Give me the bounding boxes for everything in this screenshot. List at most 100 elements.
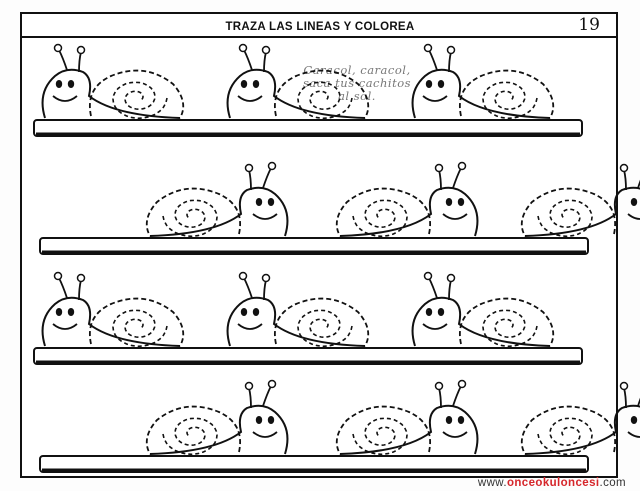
antenna-tip	[244, 381, 254, 391]
antenna	[428, 49, 438, 71]
antenna	[248, 387, 252, 409]
antenna-tip	[619, 381, 629, 391]
snail-body	[339, 186, 479, 237]
shell-outline-dashed	[335, 405, 431, 455]
snail-smile	[52, 95, 78, 102]
snail-eye	[252, 80, 260, 88]
antenna-tip	[434, 381, 444, 391]
antenna-tip	[457, 161, 467, 171]
antenna-tip	[434, 163, 444, 173]
snail-body	[524, 404, 640, 455]
snail-eye	[445, 198, 453, 206]
snail-eye	[240, 80, 248, 88]
antenna-tip	[244, 163, 254, 173]
antenna	[452, 167, 462, 189]
snail-figure	[520, 381, 640, 456]
antenna-tip	[446, 273, 456, 283]
antenna	[58, 277, 68, 299]
snail-eye	[630, 416, 638, 424]
snail-figure	[145, 379, 289, 456]
snail-smile	[252, 213, 278, 220]
worksheet-title: TRAZA LAS LINEAS Y COLOREA	[225, 21, 415, 33]
snail-eye	[255, 198, 263, 206]
snail-eye	[457, 416, 465, 424]
antenna	[243, 277, 253, 299]
snail-eye	[255, 416, 263, 424]
snail-eye	[252, 308, 260, 316]
ground-strip	[33, 119, 583, 137]
shell-spiral-dashed	[162, 199, 218, 238]
shell-outline-dashed	[89, 297, 185, 347]
antenna	[58, 49, 68, 71]
snail-figure	[335, 379, 479, 456]
snail-body	[226, 296, 366, 347]
antenna-tip	[423, 271, 433, 281]
shell-outline-dashed	[335, 187, 431, 237]
snail-figure	[411, 271, 555, 348]
shell-outline-dashed	[89, 69, 185, 119]
shell-spiral-dashed	[297, 81, 353, 120]
snail-smile	[627, 213, 640, 220]
snail-eye	[457, 198, 465, 206]
shell-spiral-dashed	[352, 199, 408, 238]
page-number: 19	[578, 15, 600, 35]
snail-smile	[52, 323, 78, 330]
snail-body	[41, 68, 181, 119]
snail-row-3	[33, 271, 583, 365]
shell-spiral-dashed	[112, 81, 168, 120]
shell-spiral-dashed	[297, 309, 353, 348]
antenna-tip	[238, 43, 248, 53]
antenna-tip	[457, 379, 467, 389]
snail-smile	[252, 431, 278, 438]
snail-body	[149, 404, 289, 455]
snail-body	[41, 296, 181, 347]
ground-strip	[39, 237, 589, 255]
shell-outline-dashed	[459, 297, 555, 347]
shell-spiral-dashed	[112, 309, 168, 348]
antenna	[637, 397, 640, 407]
ground-strip	[39, 455, 589, 473]
snail-eye	[67, 80, 75, 88]
snail-body	[411, 68, 551, 119]
shell-spiral-dashed	[482, 81, 538, 120]
snail-figure	[335, 161, 479, 238]
title-divider	[20, 36, 618, 38]
snail-body	[149, 186, 289, 237]
antenna-tip	[238, 271, 248, 281]
shell-spiral-dashed	[537, 199, 593, 238]
shell-spiral-dashed	[162, 417, 218, 456]
snail-smile	[237, 323, 263, 330]
shell-outline-dashed	[274, 297, 370, 347]
antenna	[448, 51, 452, 73]
snail-figure	[41, 271, 185, 348]
snail-row-2	[39, 161, 640, 255]
antenna	[448, 279, 452, 301]
footer-url[interactable]: www.onceokuloncesi.com	[478, 477, 626, 489]
snail-eye	[55, 80, 63, 88]
antenna	[263, 279, 267, 301]
antenna-tip	[261, 45, 271, 55]
snail-row-1	[33, 43, 583, 137]
antenna-tip	[267, 161, 277, 171]
antenna	[243, 49, 253, 71]
snail-body	[411, 296, 551, 347]
snail-body	[226, 68, 366, 119]
snail-figure	[520, 163, 640, 238]
snail-figure	[145, 161, 289, 238]
snail-eye	[425, 80, 433, 88]
snail-smile	[627, 431, 640, 438]
shell-spiral-dashed	[352, 417, 408, 456]
snail-smile	[237, 95, 263, 102]
antenna-tip	[53, 43, 63, 53]
snail-eye	[55, 308, 63, 316]
snail-smile	[442, 213, 468, 220]
poem-line-1: Caracol, caracol,	[303, 63, 411, 77]
antenna	[78, 51, 82, 73]
snail-smile	[442, 431, 468, 438]
antenna	[248, 169, 252, 191]
poem-line-3: al sol.	[338, 89, 376, 103]
snail-eye	[67, 308, 75, 316]
snail-figure	[411, 43, 555, 120]
snail-body	[339, 404, 479, 455]
